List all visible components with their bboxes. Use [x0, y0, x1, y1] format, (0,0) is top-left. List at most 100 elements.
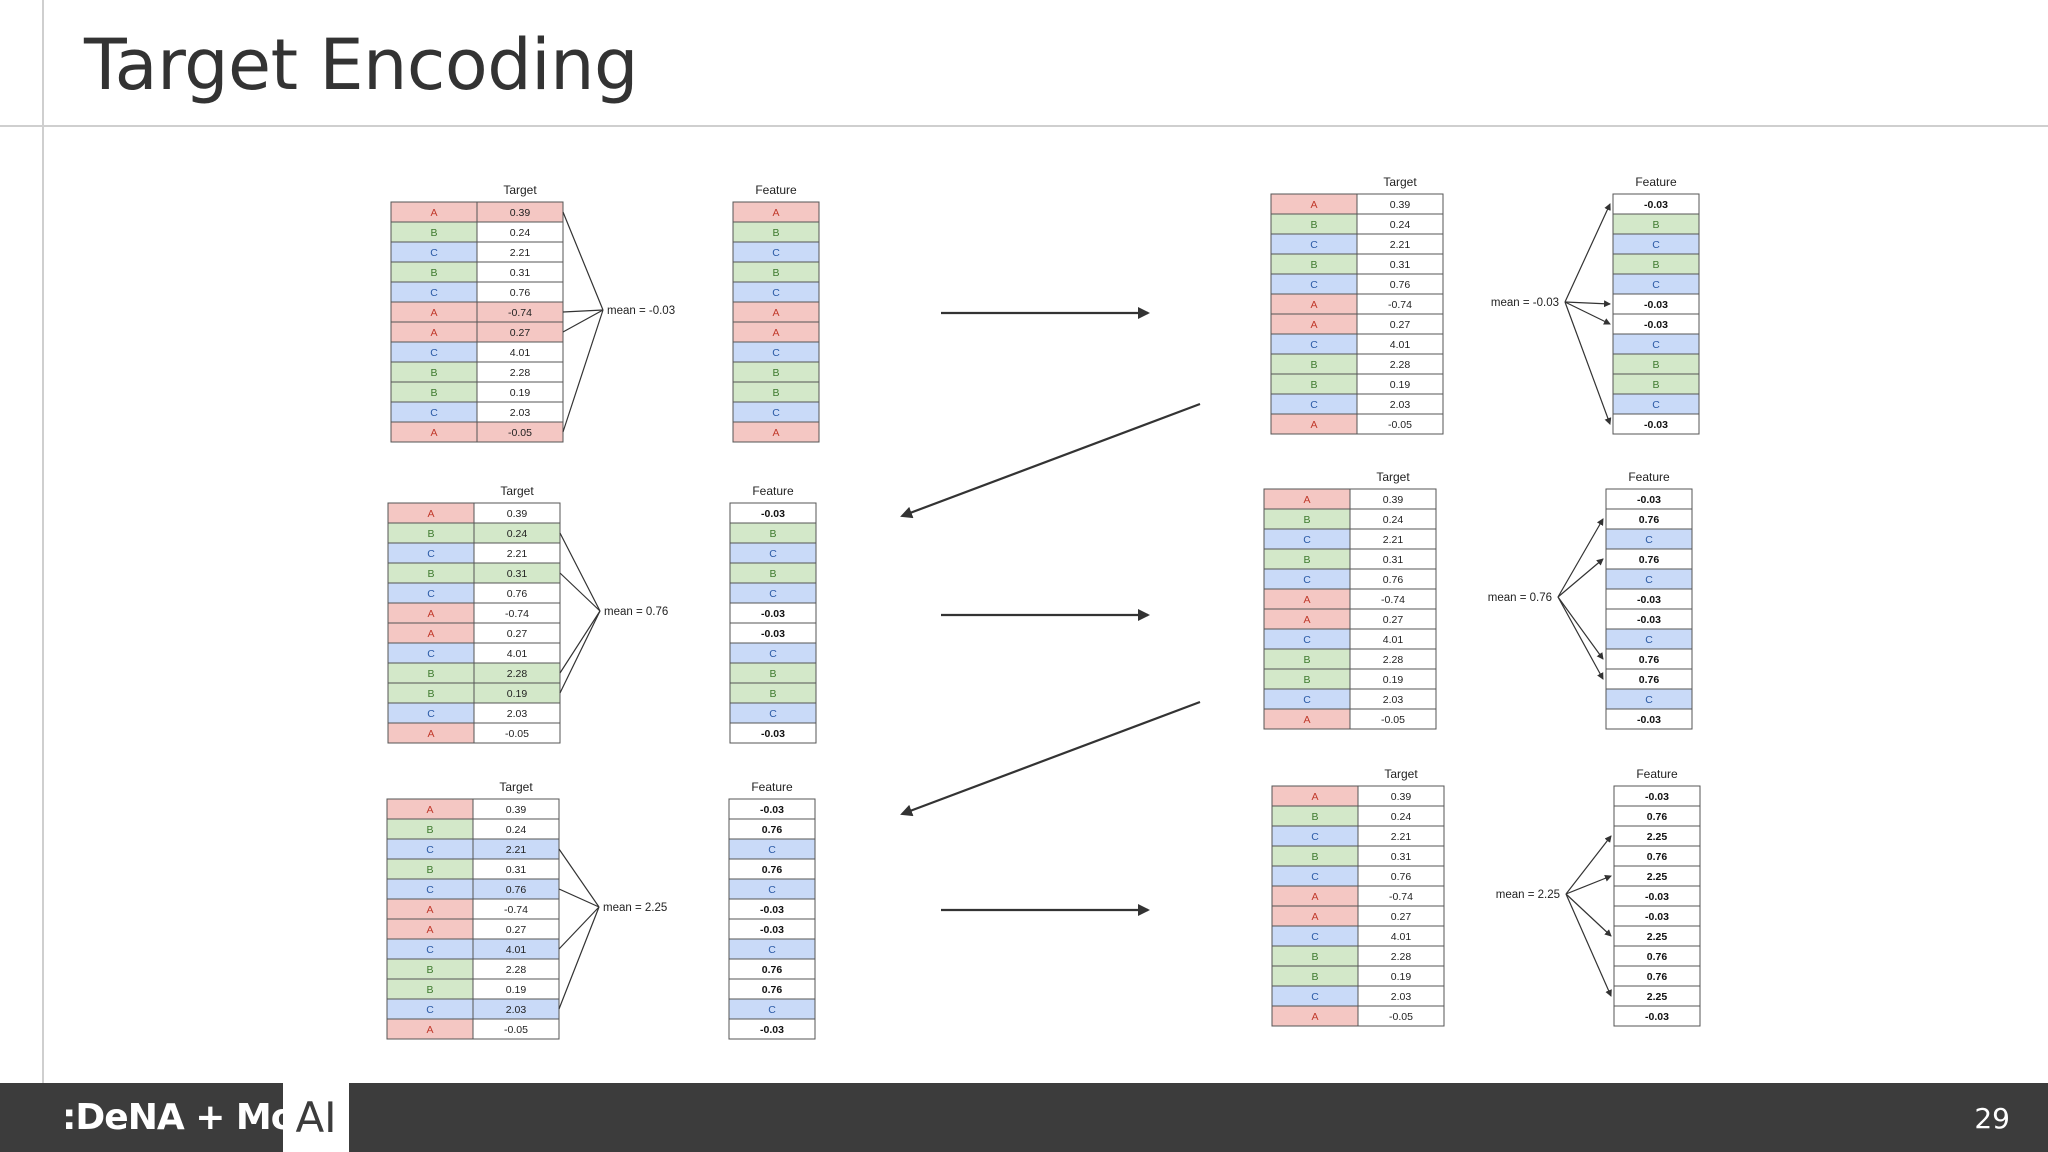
category-column-cell-text: B — [1303, 554, 1310, 566]
feature-column-cell-text: C — [772, 287, 780, 299]
category-column-cell-text: C — [426, 884, 434, 896]
mean-label: mean = 2.25 — [603, 902, 667, 914]
target-column-header: Target — [503, 183, 537, 197]
feature-column-cell-text: C — [772, 407, 780, 419]
target-column-cell-text: 0.39 — [510, 207, 531, 219]
category-column-cell-text: B — [1303, 654, 1310, 666]
feature-column-cell-text: 0.76 — [1639, 674, 1660, 686]
category-column-cell-text: B — [427, 528, 434, 540]
feature-column-cell-text: 0.76 — [762, 864, 783, 876]
feature-column-cell-text: -0.03 — [1645, 891, 1669, 903]
target-column-cell-text: 4.01 — [510, 347, 531, 359]
target-column-cell-text: 2.28 — [1391, 951, 1412, 963]
target-column-cell-text: 0.19 — [1390, 379, 1411, 391]
feature-column-cell-text: A — [772, 207, 779, 219]
target-column-cell — [473, 722, 561, 744]
target-column-cell-text: 2.03 — [506, 1004, 527, 1016]
feature-column-cell — [729, 722, 817, 744]
target-column-cell-text: 0.31 — [1391, 851, 1412, 863]
category-column-cell-text: A — [426, 1024, 433, 1036]
mean-connector-line — [558, 906, 600, 1010]
target-column-cell-text: 4.01 — [1383, 634, 1404, 646]
target-column-cell-text: -0.74 — [504, 904, 528, 916]
category-column-cell-text: B — [1311, 851, 1318, 863]
category-column-cell-text: C — [1303, 574, 1311, 586]
feature-column-cell-text: -0.03 — [760, 904, 784, 916]
mean-connector-line — [558, 888, 600, 908]
category-column-cell-text: C — [1311, 991, 1319, 1003]
category-column-cell-text: C — [427, 708, 435, 720]
category-column-cell-text: C — [1310, 279, 1318, 291]
category-column-cell-text: A — [427, 508, 434, 520]
feature-column-cell-text: C — [1652, 279, 1660, 291]
feature-column-cell-text: -0.03 — [1644, 199, 1668, 211]
target-encoding-diagram: ABCBCAACBBCATarget0.390.242.210.310.76-0… — [386, 175, 1701, 1040]
feature-column-cell-text: 2.25 — [1647, 931, 1668, 943]
feature-column-cell — [732, 421, 820, 443]
category-column-cell-text: C — [430, 247, 438, 259]
assignment-arrow — [1557, 558, 1604, 598]
category-column-cell-text: A — [430, 207, 437, 219]
category-column-cell-text: A — [1311, 911, 1318, 923]
target-column-cell-text: 2.03 — [1391, 991, 1412, 1003]
category-column-cell-text: C — [427, 648, 435, 660]
category-column-cell-text: B — [430, 227, 437, 239]
dena-mot-logo: :DeNA + MoT — [62, 1097, 319, 1138]
category-column-cell-text: C — [427, 588, 435, 600]
feature-column-cell-text: 0.76 — [1639, 554, 1660, 566]
feature-column-cell-text: -0.03 — [1637, 494, 1661, 506]
feature-column-cell-text: B — [1652, 379, 1659, 391]
feature-column-header: Feature — [1628, 470, 1670, 484]
assignment-arrow — [1565, 874, 1612, 895]
category-column-cell-text: C — [1310, 239, 1318, 251]
feature-column-cell-text: B — [769, 688, 776, 700]
category-column-cell-text: A — [1311, 1011, 1318, 1023]
feature-column-cell-text: -0.03 — [761, 628, 785, 640]
category-column-cell-text: A — [427, 608, 434, 620]
feature-column-cell-text: C — [1645, 534, 1653, 546]
feature-column-cell-text: C — [769, 548, 777, 560]
target-column-cell-text: 2.21 — [1383, 534, 1404, 546]
feature-column-cell-text: C — [1652, 239, 1660, 251]
mean-connector-line — [558, 848, 600, 908]
category-column-cell-text: B — [426, 984, 433, 996]
category-column-cell-text: C — [430, 407, 438, 419]
feature-column-cell-text: 0.76 — [1647, 951, 1668, 963]
category-column-cell-text: A — [1303, 614, 1310, 626]
feature-column-cell-text: -0.03 — [761, 728, 785, 740]
target-column-cell-text: 2.28 — [506, 964, 527, 976]
category-column-cell-text: A — [426, 924, 433, 936]
target-column-cell-text: -0.74 — [505, 608, 529, 620]
feature-column-cell-text: -0.03 — [1637, 594, 1661, 606]
category-column-cell-text: B — [430, 387, 437, 399]
feature-column-cell-text: 2.25 — [1647, 991, 1668, 1003]
mean-connector-line — [562, 309, 604, 313]
feature-column-cell-text: 0.76 — [1647, 971, 1668, 983]
category-column-cell-text: B — [1310, 219, 1317, 231]
target-column-cell-text: 2.21 — [507, 548, 528, 560]
target-column-cell-text: 0.76 — [510, 287, 531, 299]
target-column-cell-text: 0.39 — [1390, 199, 1411, 211]
category-column-cell-text: B — [1311, 971, 1318, 983]
feature-column-cell-text: C — [1645, 694, 1653, 706]
category-column-cell-text: B — [1311, 951, 1318, 963]
target-column-cell-text: 0.39 — [1391, 791, 1412, 803]
assignment-arrow — [1557, 596, 1604, 660]
feature-column-cell-text: A — [772, 427, 779, 439]
target-column-cell-text: 2.21 — [1390, 239, 1411, 251]
target-column-cell-text: 0.19 — [506, 984, 527, 996]
category-column-cell-text: C — [426, 1004, 434, 1016]
left-border-line — [42, 0, 44, 1083]
target-column-cell-text: 0.27 — [510, 327, 531, 339]
target-column-cell-text: 2.21 — [506, 844, 527, 856]
mean-label: mean = 0.76 — [604, 606, 668, 618]
category-column-cell-text: B — [430, 367, 437, 379]
feature-column-cell-text: B — [772, 267, 779, 279]
category-column-cell-text: A — [426, 804, 433, 816]
target-column-cell-text: 0.24 — [507, 528, 528, 540]
feature-column-cell — [728, 1018, 816, 1040]
target-column-cell-text: 0.24 — [506, 824, 527, 836]
feature-column-cell-text: -0.03 — [761, 508, 785, 520]
feature-column-cell-text: B — [769, 668, 776, 680]
target-column-cell-text: 4.01 — [506, 944, 527, 956]
